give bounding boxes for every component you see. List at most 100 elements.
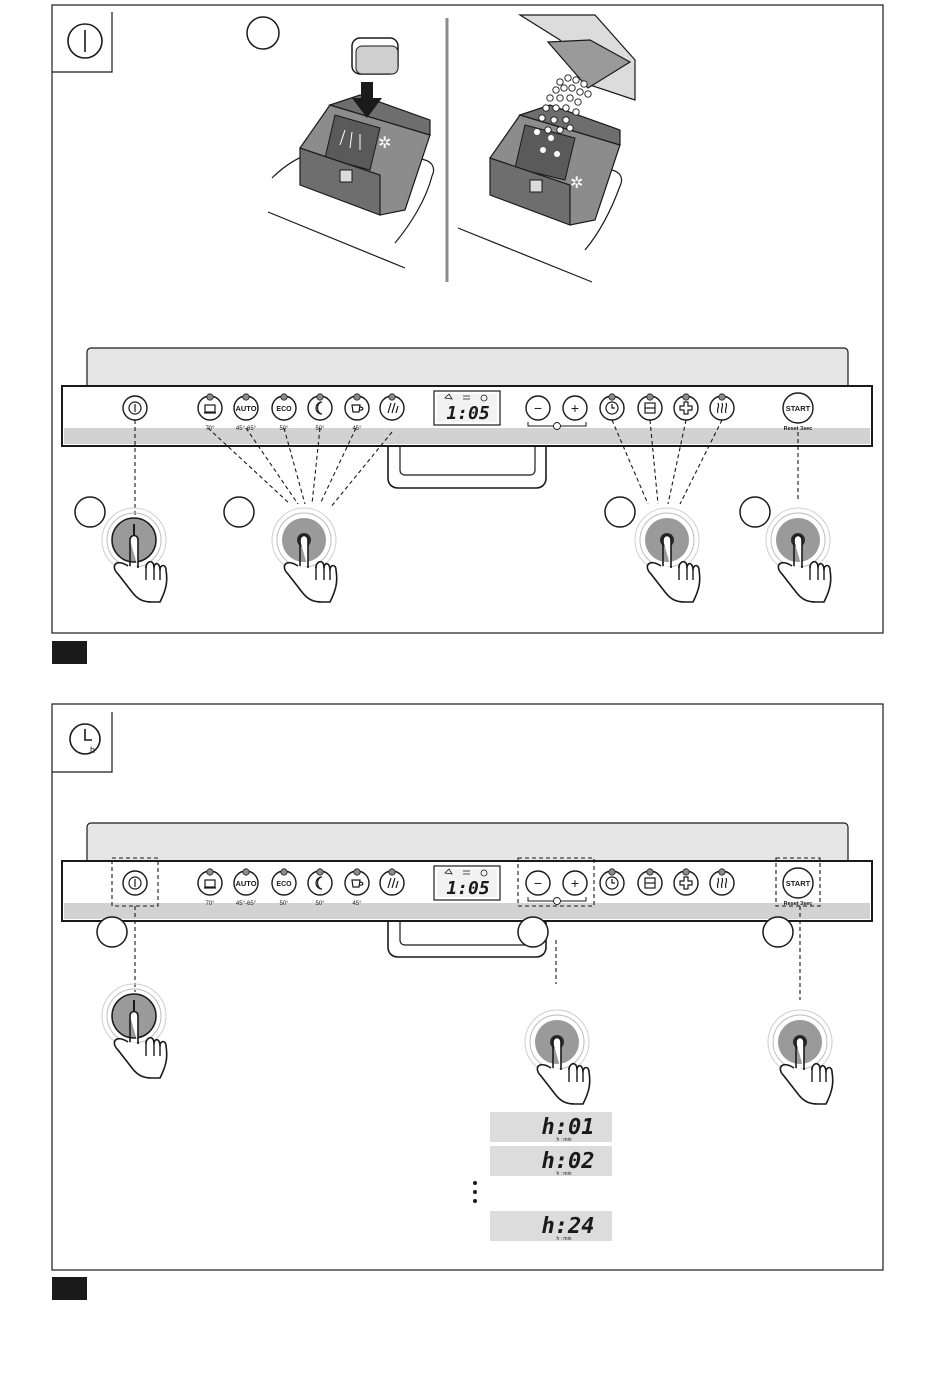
section-2: h [52,704,883,1270]
status-led [389,869,395,875]
step-marker-empty [763,917,793,947]
status-led [243,394,249,400]
program-temp-label: 50° [315,901,325,907]
status-led [683,869,689,875]
section-1: ✲ ✲ [52,5,883,633]
program-name-label: ECO [276,406,292,413]
dispenser-tablet-illustration: ✲ [268,38,434,268]
start-reset-label: Reset 3sec [784,426,813,432]
section-1-frame [52,5,883,633]
delay-symbol-tab: h [52,712,112,772]
press-start-button [766,508,831,602]
delay-unit: h : min [556,1137,571,1143]
time-display: 1:05 [434,391,500,425]
delay-clock-icon [554,898,561,905]
svg-text:✲: ✲ [378,135,391,152]
program-temp-label: 45° [352,901,362,907]
door-handle [388,446,546,488]
delay-display: h:02 h : min [490,1146,612,1177]
plus-button[interactable]: + [563,396,587,420]
panel-strip [64,428,870,444]
step-marker-empty [605,497,635,527]
plus-label: + [571,875,579,891]
press-start-button [768,1010,833,1104]
minus-button[interactable]: − [526,396,550,420]
minus-label: − [534,400,542,416]
panel-lid [87,348,848,390]
status-led [281,394,287,400]
dispenser-powder-illustration: ✲ [458,15,635,282]
program-temp-label: 70° [205,426,215,432]
minus-label: − [534,875,542,891]
status-led [609,869,615,875]
status-led [207,869,213,875]
power-symbol-tab [52,12,112,72]
delay-unit: h : min [556,1171,571,1177]
section-marker [52,641,87,664]
program-temp-label: 70° [205,901,215,907]
program-temp-label: 45°-65° [236,901,257,907]
power-button[interactable] [123,871,147,895]
delay-sequence: h:01 h : min h:02 h : min h:24 h : min [473,1112,612,1242]
status-led [647,394,653,400]
step-marker-empty [224,497,254,527]
program-name-label: AUTO [235,879,256,888]
delay-display: h:24 h : min [490,1211,612,1242]
program-temp-label: 50° [279,426,289,432]
status-led [354,394,360,400]
press-plus-minus-button [525,1010,590,1104]
press-option-button [635,508,700,602]
program-button[interactable]: AUTO 45°-65° [234,394,258,432]
display-time: 1:05 [446,878,490,899]
program-name-label: ECO [276,881,292,888]
plus-label: + [571,400,579,416]
display-time: 1:05 [446,403,490,424]
status-led [647,869,653,875]
status-led [281,869,287,875]
program-temp-label: 45°-65° [236,426,257,432]
start-button[interactable]: START Reset 3sec [783,393,813,432]
minus-button[interactable]: − [526,871,550,895]
press-program-button [272,508,337,602]
status-led [683,394,689,400]
program-temp-label: 45° [352,426,362,432]
step-marker-empty [740,497,770,527]
status-led [207,394,213,400]
status-led [389,394,395,400]
start-label: START [786,404,811,413]
ellipsis-dots [473,1181,477,1203]
panel-lid [87,823,848,865]
status-led [354,869,360,875]
program-name-label: AUTO [235,404,256,413]
delay-clock-icon [554,423,561,430]
press-power-button [102,508,167,602]
section-2-frame [52,704,883,1270]
status-led [609,394,615,400]
panel-strip [64,903,870,919]
time-display: 1:05 [434,866,500,900]
plus-button[interactable]: + [563,871,587,895]
delay-display: h:01 h : min [490,1112,612,1143]
status-led [317,869,323,875]
program-temp-label: 50° [315,426,325,432]
press-power-button [102,984,167,1078]
status-led [243,869,249,875]
status-led [317,394,323,400]
power-button[interactable] [123,396,147,420]
program-button[interactable]: AUTO 45°-65° [234,869,258,907]
status-led [719,869,725,875]
start-reset-label: Reset 3sec [784,901,813,907]
program-temp-label: 50° [279,901,289,907]
step-marker-empty [247,17,279,49]
start-label: START [786,879,811,888]
step-marker-empty [75,497,105,527]
delay-unit: h : min [556,1236,571,1242]
start-button[interactable]: START Reset 3sec [783,868,813,907]
status-led [719,394,725,400]
section-marker [52,1277,87,1300]
step-marker-empty [97,917,127,947]
svg-text:✲: ✲ [570,175,583,192]
step-marker-empty [518,917,548,947]
svg-text:h: h [90,745,95,755]
